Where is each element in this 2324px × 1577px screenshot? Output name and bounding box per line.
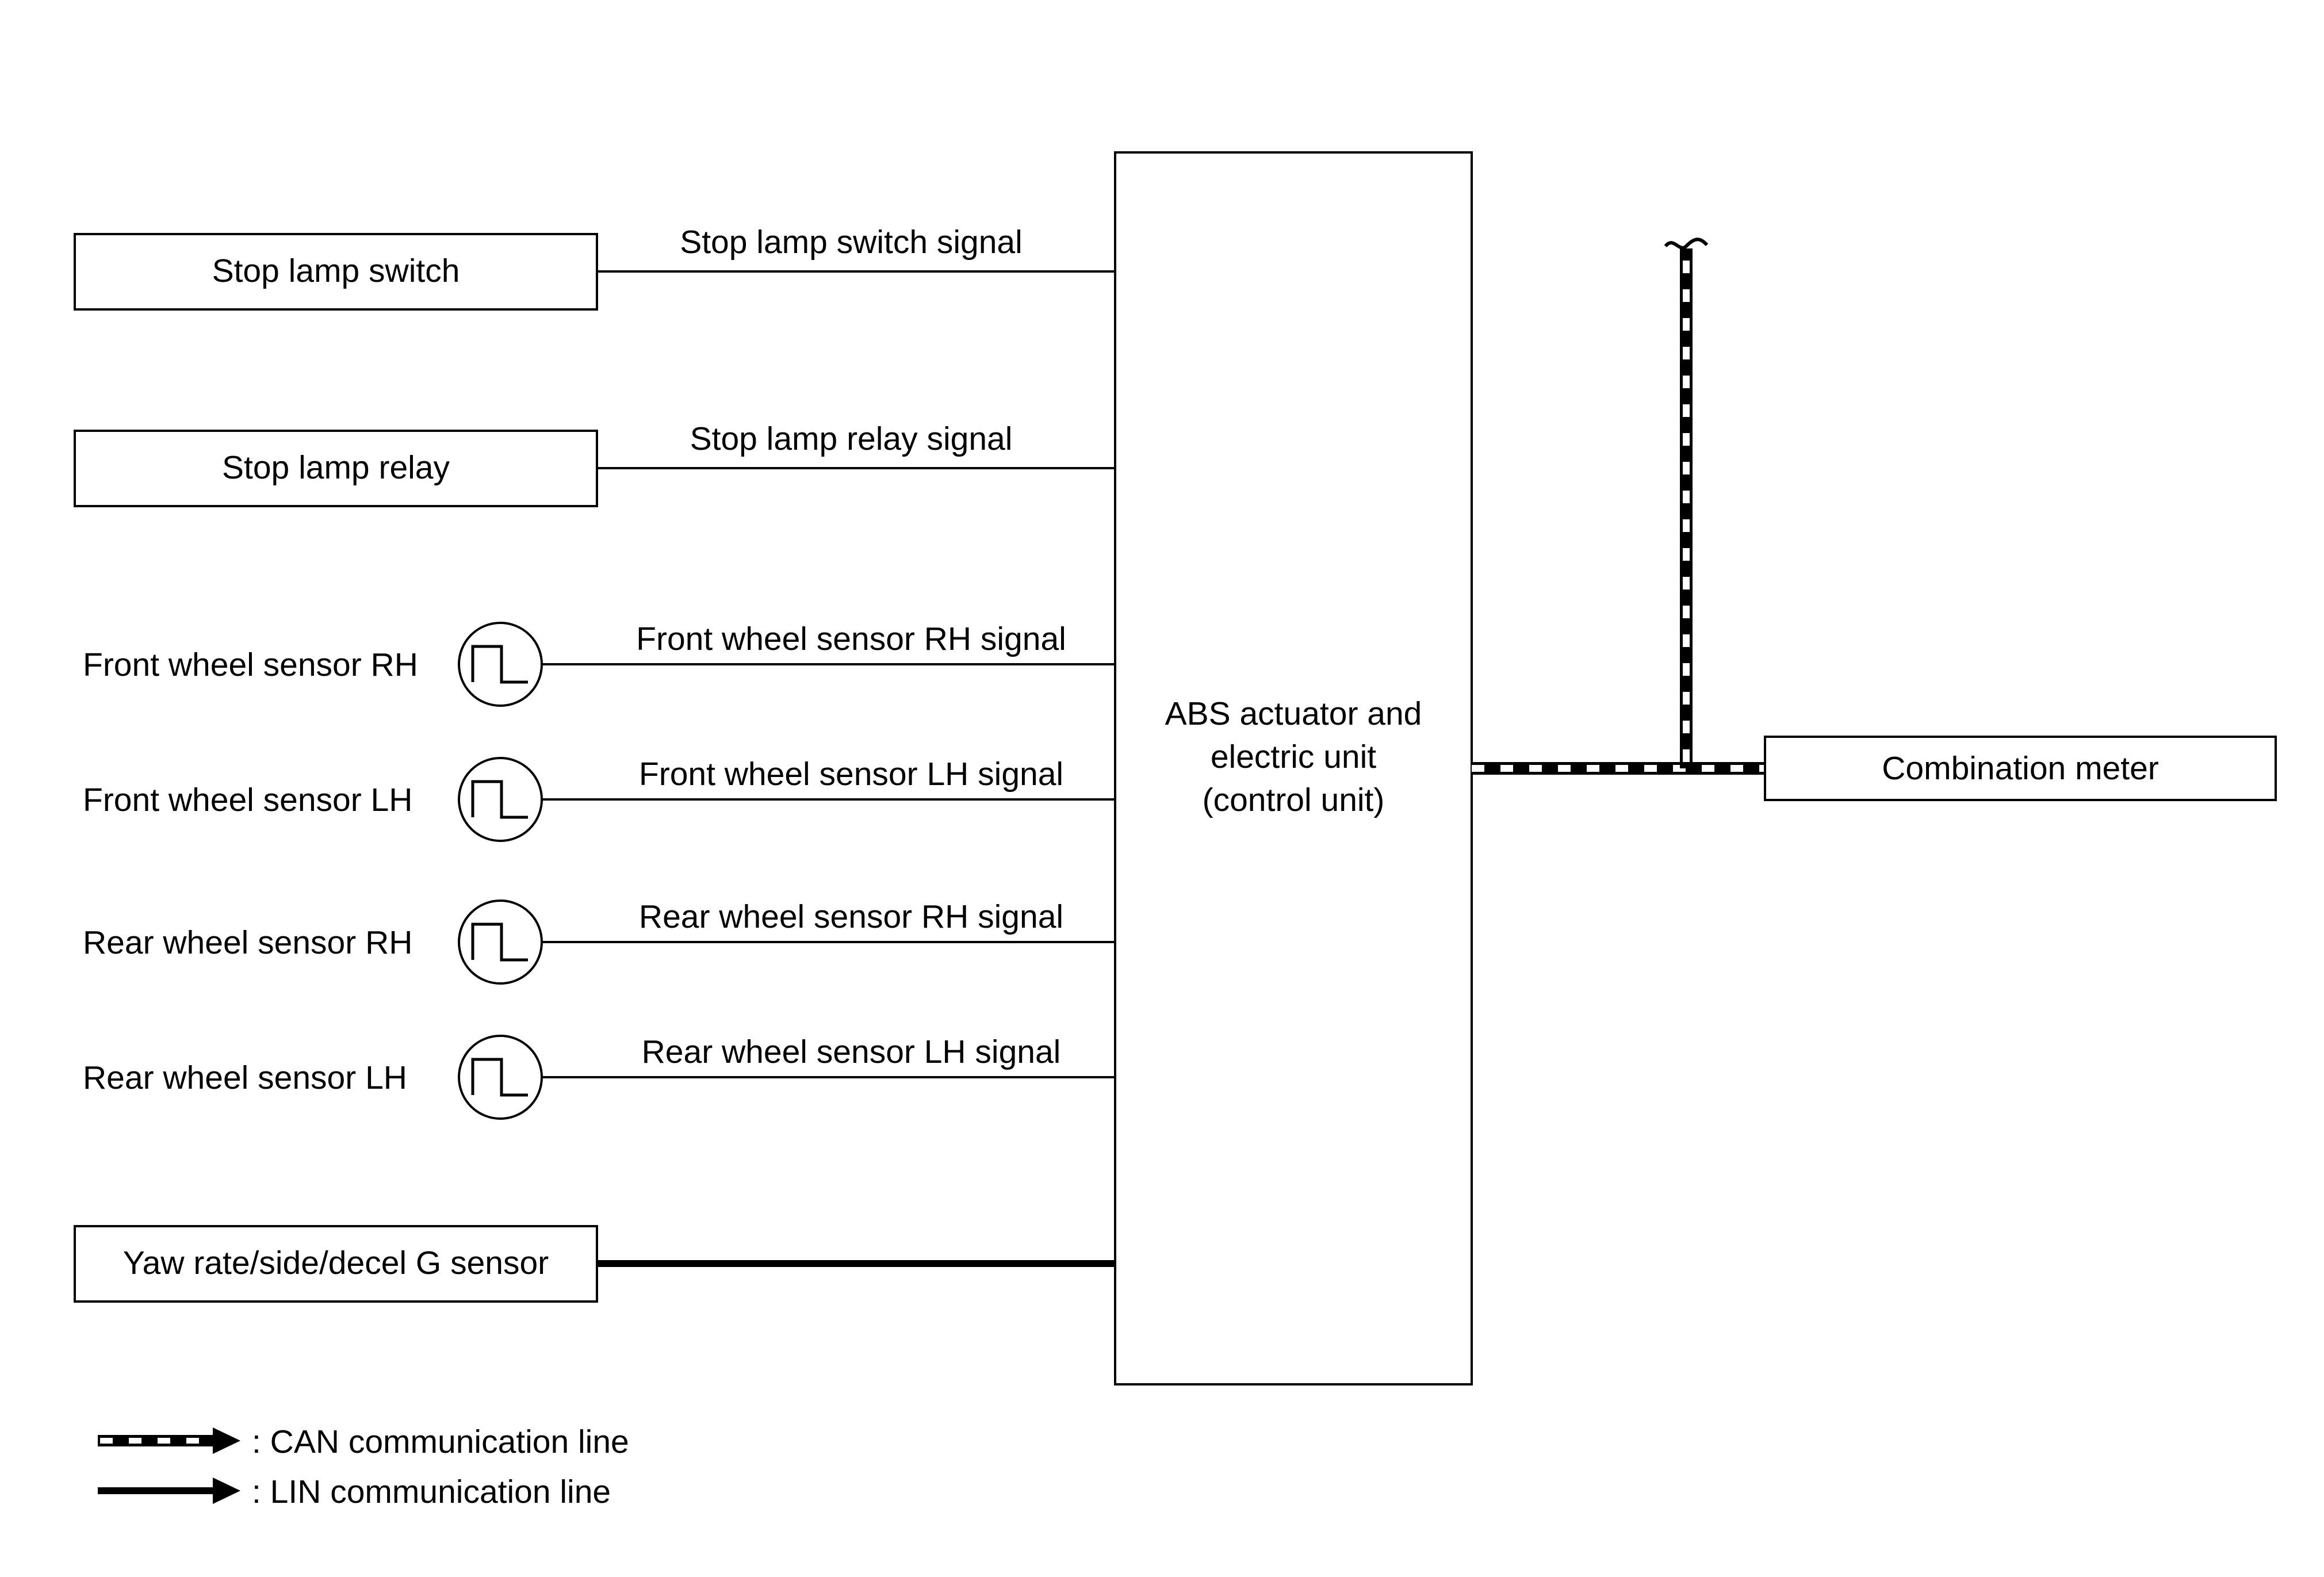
abs-actuator-unit-box: ABS actuator and electric unit (control …	[1114, 151, 1473, 1385]
abs-unit-label-line-1: ABS actuator and	[1165, 695, 1422, 732]
combination-meter-label: Combination meter	[1882, 750, 2159, 787]
rear-wheel-sensor-lh-signal-label: Rear wheel sensor LH signal	[642, 1034, 1061, 1070]
stop-lamp-switch-box: Stop lamp switch	[74, 233, 598, 311]
legend-lin-line-symbol	[98, 1478, 240, 1504]
can-communication-line	[1664, 238, 1709, 768]
abs-unit-label-line-3: (control unit)	[1203, 782, 1385, 818]
legend-lin-label: : LIN communication line	[252, 1473, 611, 1510]
front-wheel-sensor-rh-label: Front wheel sensor RH	[83, 646, 418, 683]
legend-can-line-symbol	[98, 1427, 240, 1454]
combination-meter-box: Combination meter	[1764, 736, 2277, 801]
abs-unit-label-line-2: electric unit	[1211, 738, 1376, 775]
yaw-rate-sensor-box: Yaw rate/side/decel G sensor	[74, 1225, 598, 1303]
stop-lamp-relay-box: Stop lamp relay	[74, 430, 598, 507]
legend-can-label: : CAN communication line	[252, 1423, 629, 1460]
front-wheel-sensor-lh-signal-label: Front wheel sensor LH signal	[639, 756, 1063, 793]
arrow-icon	[213, 1478, 240, 1504]
front-wheel-sensor-rh-signal-label: Front wheel sensor RH signal	[636, 621, 1066, 657]
yaw-rate-sensor-label: Yaw rate/side/decel G sensor	[123, 1245, 549, 1281]
rear-wheel-sensor-lh-label: Rear wheel sensor LH	[83, 1059, 407, 1096]
pulse-signal-icon	[458, 757, 543, 842]
pulse-signal-icon	[458, 1035, 543, 1120]
stop-lamp-switch-label: Stop lamp switch	[212, 252, 460, 289]
rear-wheel-sensor-rh-label: Rear wheel sensor RH	[83, 924, 412, 961]
legend: : CAN communication line : LIN communica…	[98, 1423, 629, 1510]
arrow-icon	[213, 1427, 240, 1454]
stop-lamp-relay-label: Stop lamp relay	[222, 449, 450, 486]
stop-lamp-relay-signal-label: Stop lamp relay signal	[690, 420, 1013, 457]
pulse-signal-icon	[458, 622, 543, 707]
rear-wheel-sensor-rh-signal-label: Rear wheel sensor RH signal	[639, 898, 1063, 935]
front-wheel-sensor-lh-label: Front wheel sensor LH	[83, 782, 412, 818]
stop-lamp-switch-signal-label: Stop lamp switch signal	[680, 224, 1023, 261]
wire-break-mark	[1664, 238, 1709, 250]
pulse-signal-icon	[458, 899, 543, 985]
